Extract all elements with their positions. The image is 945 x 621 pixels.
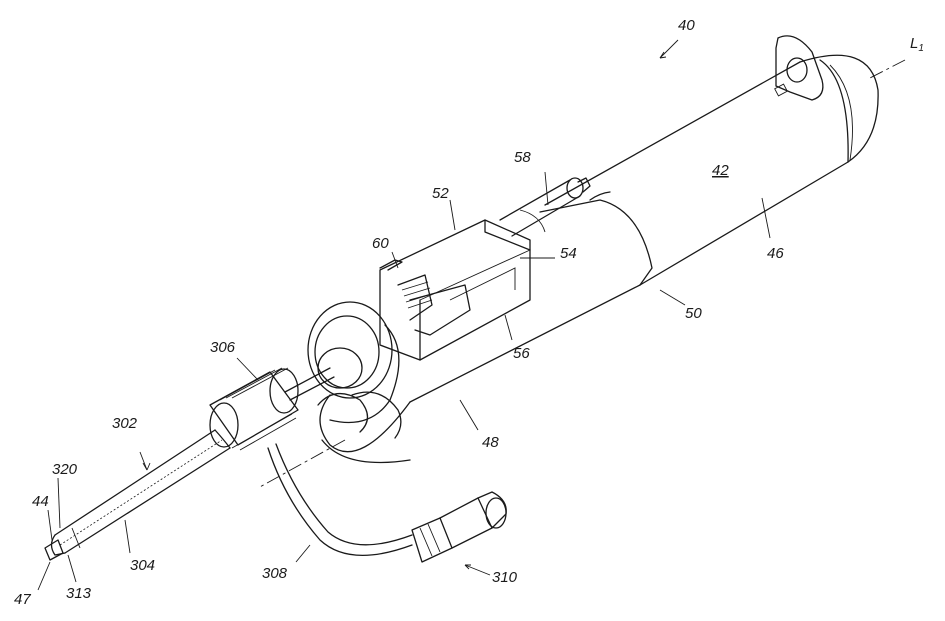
needle-tube: [45, 430, 230, 560]
label-58: 58: [514, 149, 531, 166]
axis-line-l1: [870, 60, 905, 78]
leader-lines: [38, 40, 770, 590]
label-320: 320: [52, 461, 78, 478]
label-44: 44: [32, 493, 49, 510]
label-308: 308: [262, 565, 288, 582]
label-52: 52: [432, 185, 449, 202]
front-cap: [308, 302, 401, 438]
mounting-tab: [775, 36, 823, 100]
label-40: 40: [678, 17, 695, 34]
label-56: 56: [513, 345, 530, 362]
label-46: 46: [767, 245, 784, 262]
reference-numerals: 40 L1 42 46 58 52 60 54 50 56 306 48 302…: [14, 17, 924, 608]
label-l1: L1: [910, 35, 924, 54]
label-42: 42: [712, 162, 729, 179]
label-54: 54: [560, 245, 577, 262]
label-310: 310: [492, 569, 518, 586]
label-50: 50: [685, 305, 702, 322]
adjustment-knob: [210, 368, 298, 450]
label-304: 304: [130, 557, 155, 574]
label-48: 48: [482, 434, 499, 451]
clutch-housing: [380, 220, 530, 360]
label-313: 313: [66, 585, 92, 602]
label-306: 306: [210, 339, 236, 356]
label-47: 47: [14, 591, 31, 608]
label-302: 302: [112, 415, 138, 432]
label-60: 60: [372, 235, 389, 252]
